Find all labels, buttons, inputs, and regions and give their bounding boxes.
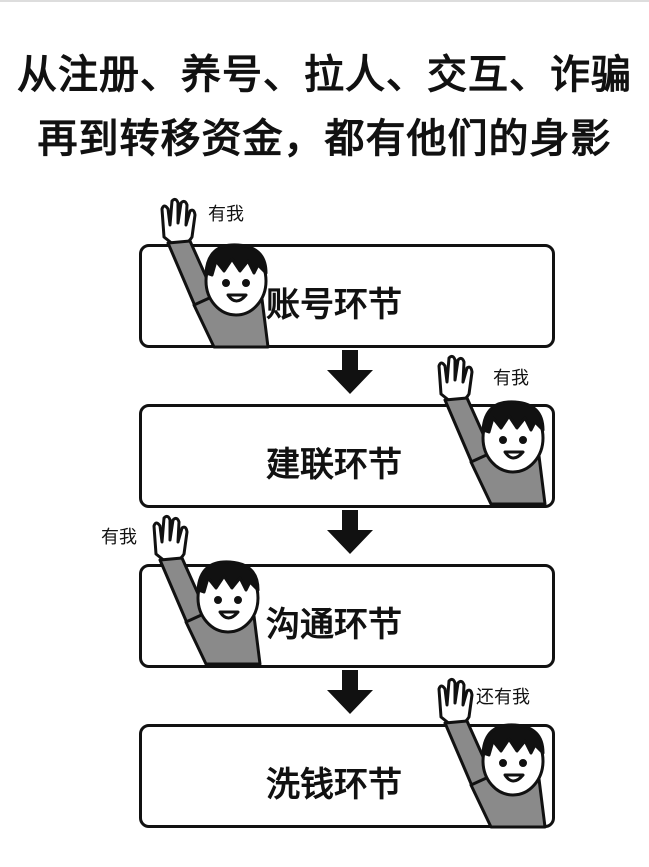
speech-text-3: 有我 (101, 527, 137, 548)
title-line-1: 从注册、养号、拉人、交互、诈骗 (17, 52, 632, 98)
raised-hand-person-icon (437, 677, 547, 829)
stage-label-laundering: 洗钱环节 (266, 765, 402, 805)
down-arrow-icon (327, 510, 373, 554)
title-line-2: 再到转移资金，都有他们的身影 (37, 116, 612, 162)
stage-label-communicate: 沟通环节 (266, 605, 402, 645)
speech-text-2: 有我 (493, 368, 529, 389)
speech-text-4: 还有我 (476, 687, 530, 708)
stage-label-connect: 建联环节 (266, 445, 402, 485)
down-arrow-icon (327, 350, 373, 394)
stage-label-account: 账号环节 (266, 285, 402, 325)
raised-hand-person-icon (437, 354, 547, 506)
speech-text-1: 有我 (208, 204, 244, 225)
raised-hand-person-icon (152, 514, 262, 666)
down-arrow-icon (327, 670, 373, 714)
raised-hand-person-icon (160, 197, 270, 349)
top-divider (0, 0, 649, 2)
